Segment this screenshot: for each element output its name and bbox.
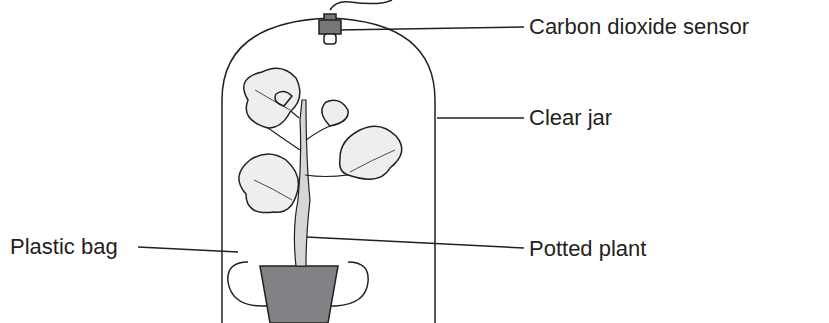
plant-pot — [260, 266, 338, 323]
co2-sensor — [319, 14, 341, 44]
leader-line — [138, 247, 238, 252]
clear-jar — [222, 18, 435, 323]
part-label: Potted plant — [527, 236, 648, 262]
leader-line — [337, 27, 524, 30]
plant-leaves — [239, 68, 402, 212]
sensor-wire — [330, 0, 392, 10]
part-label: Carbon dioxide sensor — [527, 14, 751, 40]
leader-line — [437, 117, 524, 119]
part-label: Clear jar — [527, 105, 614, 131]
leader-line — [306, 237, 524, 248]
part-label: Plastic bag — [8, 234, 120, 260]
